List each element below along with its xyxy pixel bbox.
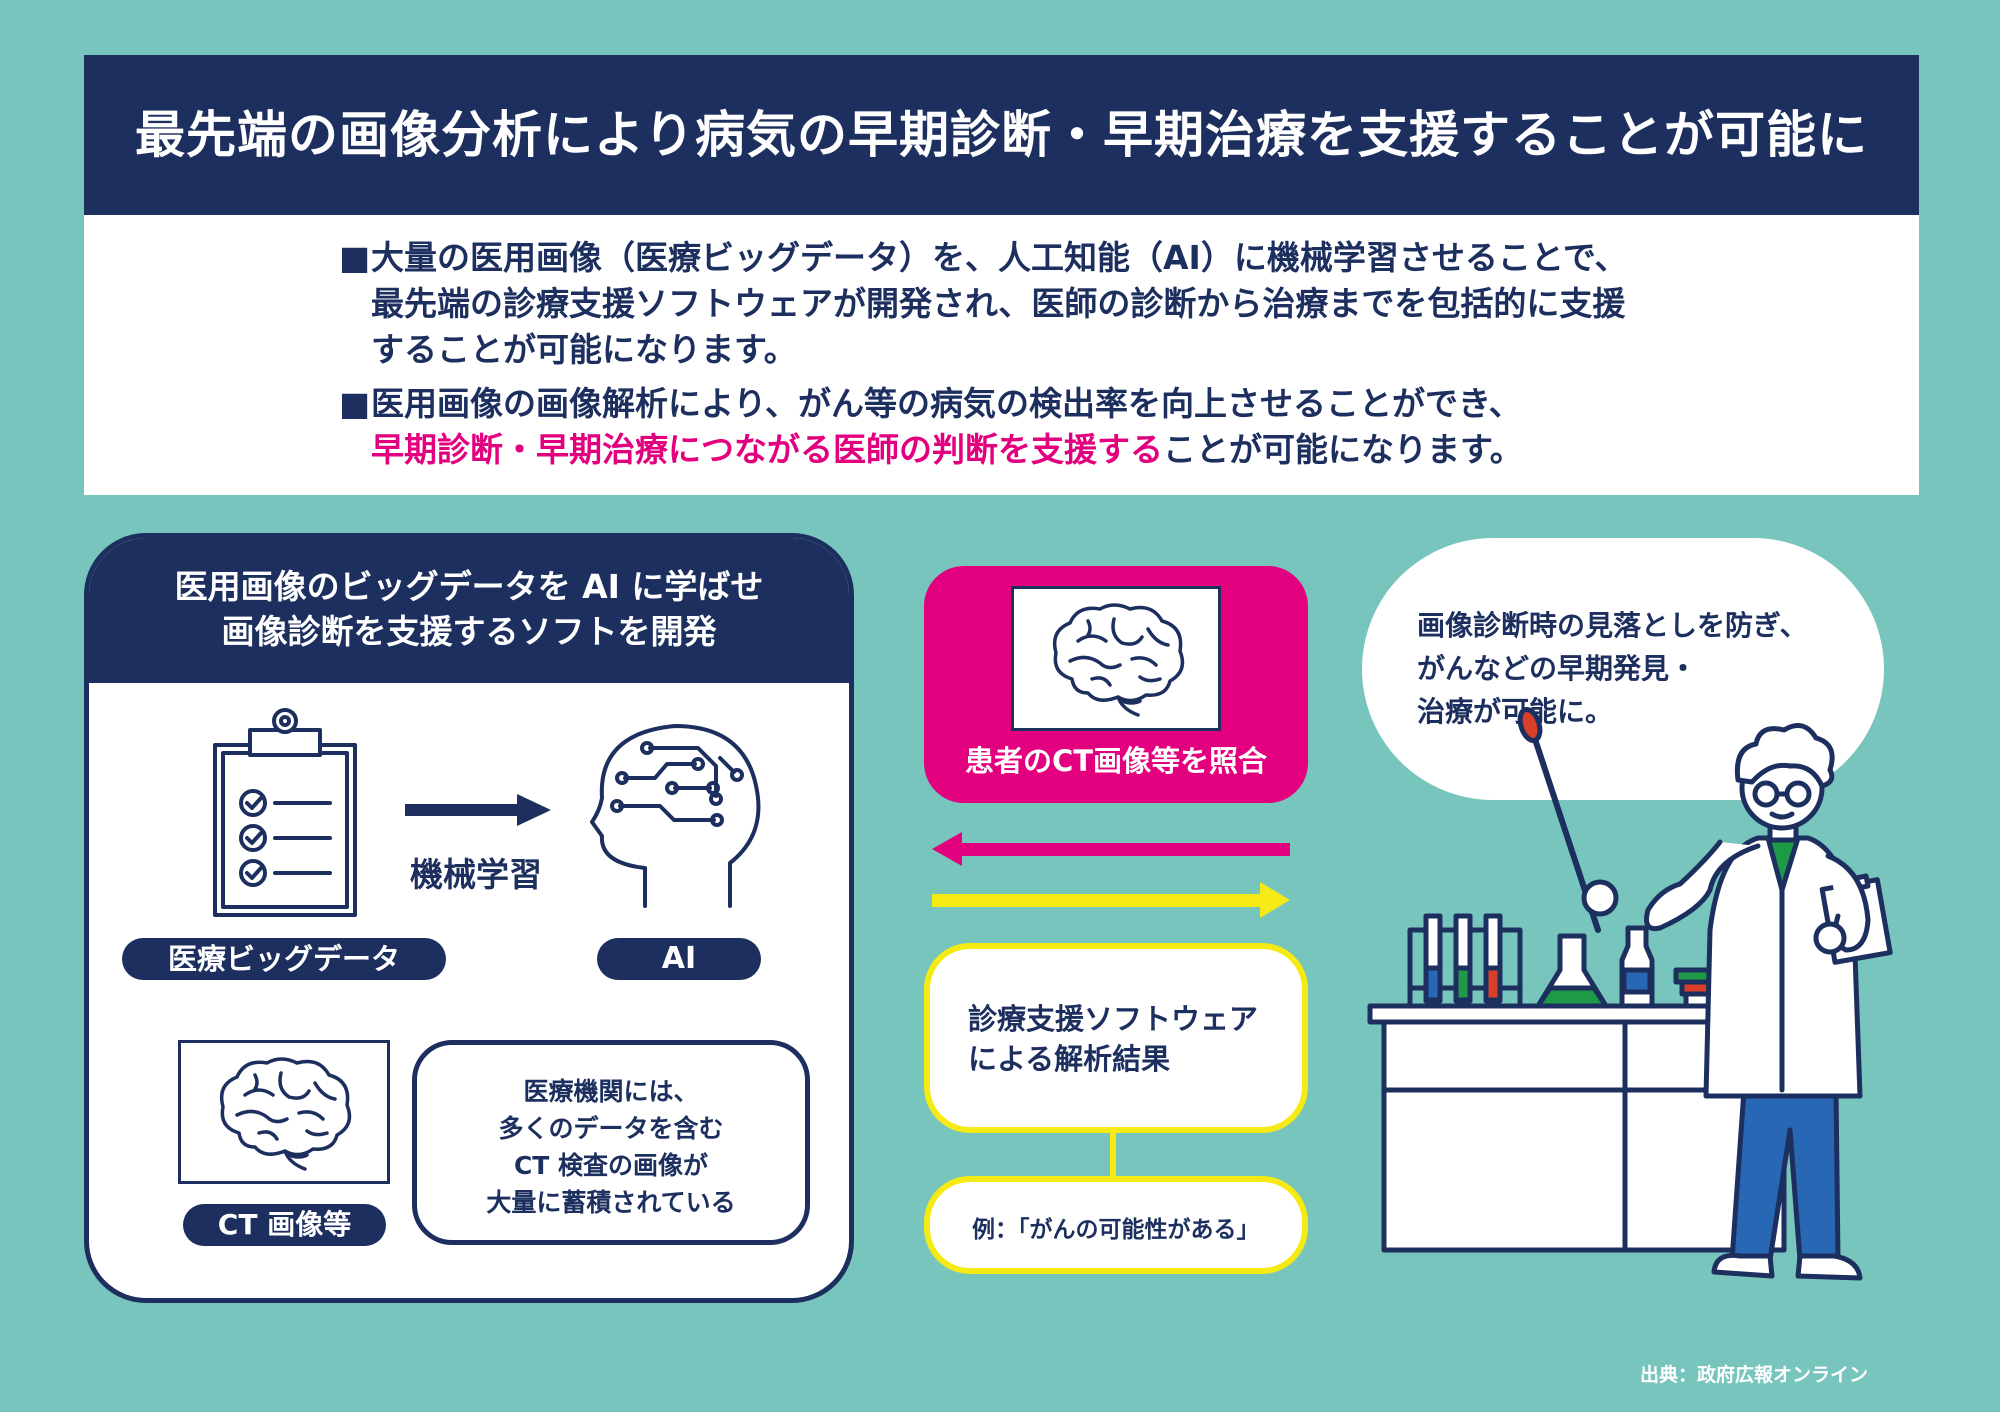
analysis-result-text: 診療支援ソフトウェア による解析結果 [968, 999, 1258, 1079]
analysis-result-line-1: 診療支援ソフトウェア [968, 1002, 1259, 1036]
brain-icon [219, 1057, 352, 1171]
intro-bullet-1-line-1: 大量の医用画像（医療ビッグデータ）を、人工知能（AI）に機械学習させることで、 [371, 238, 1628, 277]
source-credit: 出典：政府広報オンライン [1640, 1364, 1869, 1386]
ct-match-screen [1011, 586, 1221, 731]
arrow-right-icon [932, 882, 1290, 918]
note-text: 医療機関には、 多くのデータを含む CT 検査の画像が 大量に蓄積されている [417, 1073, 805, 1221]
analysis-result-line-2: による解析結果 [968, 1042, 1171, 1076]
page-title: 最先端の画像分析により病気の早期診断・早期治療を支援することが可能に [135, 106, 1868, 164]
ct-image-frame [178, 1040, 390, 1184]
intro-panel: ■ 大量の医用画像（医療ビッグデータ）を、人工知能（AI）に機械学習させることで… [84, 215, 1919, 495]
ct-match-label: 患者のCT画像等を照合 [964, 744, 1268, 778]
connector-line [1110, 1133, 1116, 1176]
ct-match-box: 患者のCT画像等を照合 [924, 566, 1308, 803]
speech-line-3: 治療が可能に。 [1417, 695, 1614, 728]
example-box: 例：「がんの可能性がある」 [924, 1176, 1308, 1274]
machine-learning-label: 機械学習 [410, 855, 542, 894]
note-line-4: 大量に蓄積されている [486, 1188, 736, 1217]
note-line-1: 医療機関には、 [523, 1077, 699, 1106]
speech-bubble-text: 画像診断時の見落としを防ぎ、 がんなどの早期発見・ 治療が可能に。 [1417, 604, 1808, 733]
left-panel-header: 医用画像のビッグデータを AI に学ばせ 画像診断を支援するソフトを開発 [89, 538, 849, 683]
intro-bullet-1-line-3: することが可能になります。 [371, 330, 797, 369]
big-data-pill: 医療ビッグデータ [122, 938, 446, 980]
bullet-square-icon: ■ [339, 238, 371, 277]
note-line-3: CT 検査の画像が [513, 1151, 709, 1180]
speech-line-2: がんなどの早期発見・ [1417, 652, 1698, 685]
analysis-result-box: 診療支援ソフトウェア による解析結果 [924, 943, 1308, 1133]
left-panel-title: 医用画像のビッグデータを AI に学ばせ 画像診断を支援するソフトを開発 [89, 564, 849, 654]
left-panel-title-line-2: 画像診断を支援するソフトを開発 [221, 612, 717, 651]
ai-pill: AI [597, 938, 761, 980]
arrow-left-icon [932, 832, 1290, 866]
example-text: 例：「がんの可能性がある」 [972, 1217, 1260, 1243]
note-box: 医療機関には、 多くのデータを含む CT 検査の画像が 大量に蓄積されている [412, 1040, 810, 1245]
brain-icon [1052, 603, 1185, 717]
header-banner: 最先端の画像分析により病気の早期診断・早期治療を支援することが可能に [84, 55, 1919, 215]
bullet-square-icon: ■ [339, 384, 371, 423]
clipboard-icon [213, 708, 357, 917]
speech-line-1: 画像診断時の見落としを防ぎ、 [1417, 609, 1808, 642]
intro-highlight-text: 早期診断・早期治療につながる医師の判断を支援する [371, 430, 1163, 469]
left-panel-title-line-1: 医用画像のビッグデータを AI に学ばせ [174, 567, 764, 606]
doctor-lab-illustration [1367, 707, 1893, 1281]
note-line-2: 多くのデータを含む [498, 1114, 724, 1143]
arrow-right-icon [405, 794, 551, 826]
ct-image-pill: CT 画像等 [183, 1204, 386, 1246]
ai-head-icon [590, 724, 761, 908]
intro-bullet-1-line-2: 最先端の診療支援ソフトウェアが開発され、医師の診断から治療までを包括的に支援 [371, 284, 1626, 323]
intro-bullet-2-line-1: 医用画像の画像解析により、がん等の病気の検出率を向上させることができ、 [371, 384, 1522, 423]
intro-bullet-2-rest: ことが可能になります。 [1163, 430, 1523, 469]
